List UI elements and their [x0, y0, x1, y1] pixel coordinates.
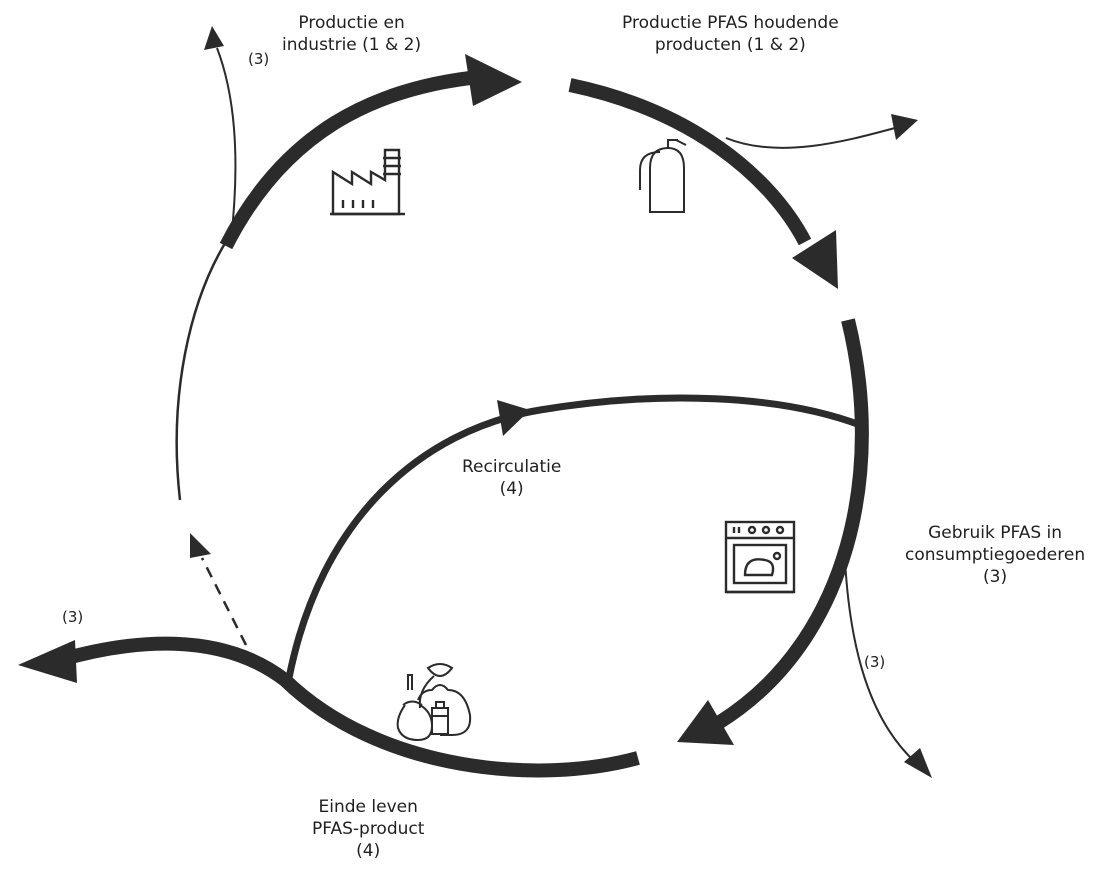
- emission-label-top-left: (3): [248, 50, 270, 68]
- dashed-return-arrow: [200, 557, 248, 646]
- label-products-line1: Productie PFAS houdende: [622, 13, 839, 33]
- emission-top-right: [725, 127, 896, 149]
- emission-label-left: (3): [62, 608, 84, 626]
- emission-top-left: [216, 47, 237, 241]
- arrowhead-emission-top-left: [204, 26, 224, 50]
- arrowhead-recirculation: [497, 400, 530, 436]
- label-recirculation-line2: (4): [499, 479, 524, 499]
- label-end-of-life-line3: (4): [356, 841, 381, 861]
- emission-right: [844, 559, 916, 763]
- label-products: Productie PFAS houdende producten (1 & 2…: [622, 12, 839, 56]
- arrowhead-emission-top-right: [891, 114, 918, 140]
- oven-icon: [724, 520, 796, 594]
- emission-label-right: (3): [864, 653, 886, 671]
- arrowhead-production: [465, 54, 522, 106]
- label-end-of-life-line1: Einde leven: [318, 797, 418, 817]
- label-recirculation-line1: Recirculatie: [462, 457, 562, 477]
- label-consumer-line1: Gebruik PFAS in: [928, 523, 1063, 543]
- arc-recirculation: [285, 394, 862, 679]
- arrowhead-emission-right: [904, 748, 932, 778]
- arrowhead-dashed: [190, 533, 211, 558]
- factory-icon: [330, 148, 405, 216]
- label-consumer-line2: consumptiegoederen: [905, 545, 1086, 565]
- arrowhead-end-of-life: [18, 640, 77, 683]
- label-production-line2: industrie (1 & 2): [282, 35, 422, 55]
- label-consumer: Gebruik PFAS in consumptiegoederen (3): [905, 522, 1085, 588]
- arc-return: [175, 239, 229, 501]
- label-products-line2: producten (1 & 2): [654, 35, 806, 55]
- label-production: Productie en industrie (1 & 2): [282, 12, 421, 56]
- waste-bags-icon: [396, 663, 472, 742]
- label-end-of-life: Einde leven PFAS-product (4): [312, 796, 424, 862]
- arrowhead-consumer: [677, 700, 734, 745]
- arc-products: [568, 78, 812, 246]
- arc-production: [219, 71, 471, 250]
- label-end-of-life-line2: PFAS-product: [312, 819, 425, 839]
- label-consumer-line3: (3): [983, 567, 1008, 587]
- arc-end-of-life: [58, 636, 640, 778]
- arc-consumer: [716, 318, 869, 728]
- fire-extinguisher-icon: [639, 139, 687, 213]
- arrowhead-products: [792, 230, 838, 289]
- label-production-line1: Productie en: [298, 13, 405, 33]
- label-recirculation: Recirculatie (4): [462, 456, 561, 500]
